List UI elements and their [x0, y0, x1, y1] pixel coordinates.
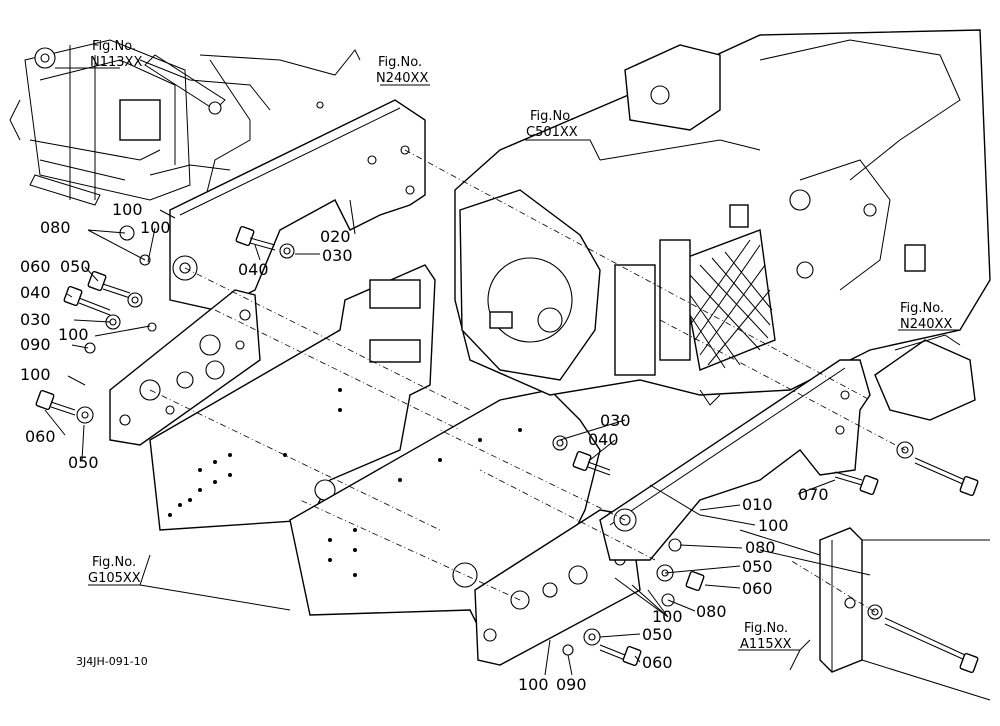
part-label-060: 060: [742, 579, 773, 598]
part-label-100: 100: [20, 365, 51, 384]
part-label-020: 020: [320, 227, 351, 246]
part-label-050: 050: [642, 625, 673, 644]
part-label-040: 040: [20, 283, 51, 302]
part-label-040: 040: [588, 430, 619, 449]
part-label-100: 100: [758, 516, 789, 535]
part-label-100: 100: [58, 325, 89, 344]
part-label-060: 060: [20, 257, 51, 276]
part-label-100: 100: [140, 218, 171, 237]
part-label-030: 030: [20, 310, 51, 329]
frame-bracket-upper: [169, 99, 426, 311]
part-label-030: 030: [322, 246, 353, 265]
fig-ref-code: G105XX: [88, 571, 141, 586]
fig-ref-code: N240XX: [376, 71, 428, 86]
part-label-040: 040: [238, 260, 269, 279]
part-label-070: 070: [798, 485, 829, 504]
fig-ref-label: Fig.No.: [900, 301, 944, 316]
fig-ref-label: Fig.No.: [92, 39, 136, 54]
fig-ref-n113: Fig.No. N113XX: [90, 39, 142, 70]
fig-ref-label: Fig.No.: [378, 55, 422, 70]
fig-ref-code: A115XX: [740, 637, 792, 652]
fasteners-left: [35, 225, 295, 424]
flange-plate-right: [474, 509, 641, 666]
transmission-housing: [454, 29, 991, 406]
part-label-080: 080: [696, 602, 727, 621]
part-label-050: 050: [60, 257, 91, 276]
frame-plate-left: [149, 264, 436, 531]
fig-ref-code: N240XX: [900, 317, 952, 332]
part-labels: 080 100 100 050 060 040 030 100 090 100 …: [20, 200, 829, 694]
part-label-010: 010: [742, 495, 773, 514]
fig-ref-label: Fig.No.: [530, 109, 574, 124]
part-label-030: 030: [600, 411, 631, 430]
fig-ref-c501: Fig.No. C501XX: [526, 109, 578, 140]
fig-ref-code: N113XX: [90, 55, 142, 70]
assembly-lines: [149, 149, 906, 613]
front-assembly: [9, 39, 361, 206]
fig-ref-n240-right: Fig.No. N240XX: [900, 301, 952, 332]
part-label-090: 090: [20, 335, 51, 354]
fasteners-right: [552, 435, 979, 674]
part-label-060: 060: [642, 653, 673, 672]
right-side-assembly: [819, 334, 991, 701]
frame-bracket-right: [599, 359, 871, 561]
fig-ref-a115: Fig.No. A115XX: [740, 621, 792, 652]
drawing-code: 3J4JH-091-10: [76, 655, 148, 668]
part-label-100: 100: [652, 607, 683, 626]
part-label-100: 100: [518, 675, 549, 694]
part-label-090: 090: [556, 675, 587, 694]
part-label-080: 080: [745, 538, 776, 557]
fig-ref-code: C501XX: [526, 125, 578, 140]
fig-ref-label: Fig.No.: [744, 621, 788, 636]
part-label-050: 050: [68, 453, 99, 472]
fig-ref-n240-top: Fig.No. N240XX: [376, 55, 428, 86]
part-label-050: 050: [742, 557, 773, 576]
fig-ref-label: Fig.No.: [92, 555, 136, 570]
fig-ref-g105: Fig.No. G105XX: [88, 555, 141, 586]
part-label-100: 100: [112, 200, 143, 219]
part-label-080: 080: [40, 218, 71, 237]
leader-lines: [44, 67, 960, 676]
part-label-060: 060: [25, 427, 56, 446]
